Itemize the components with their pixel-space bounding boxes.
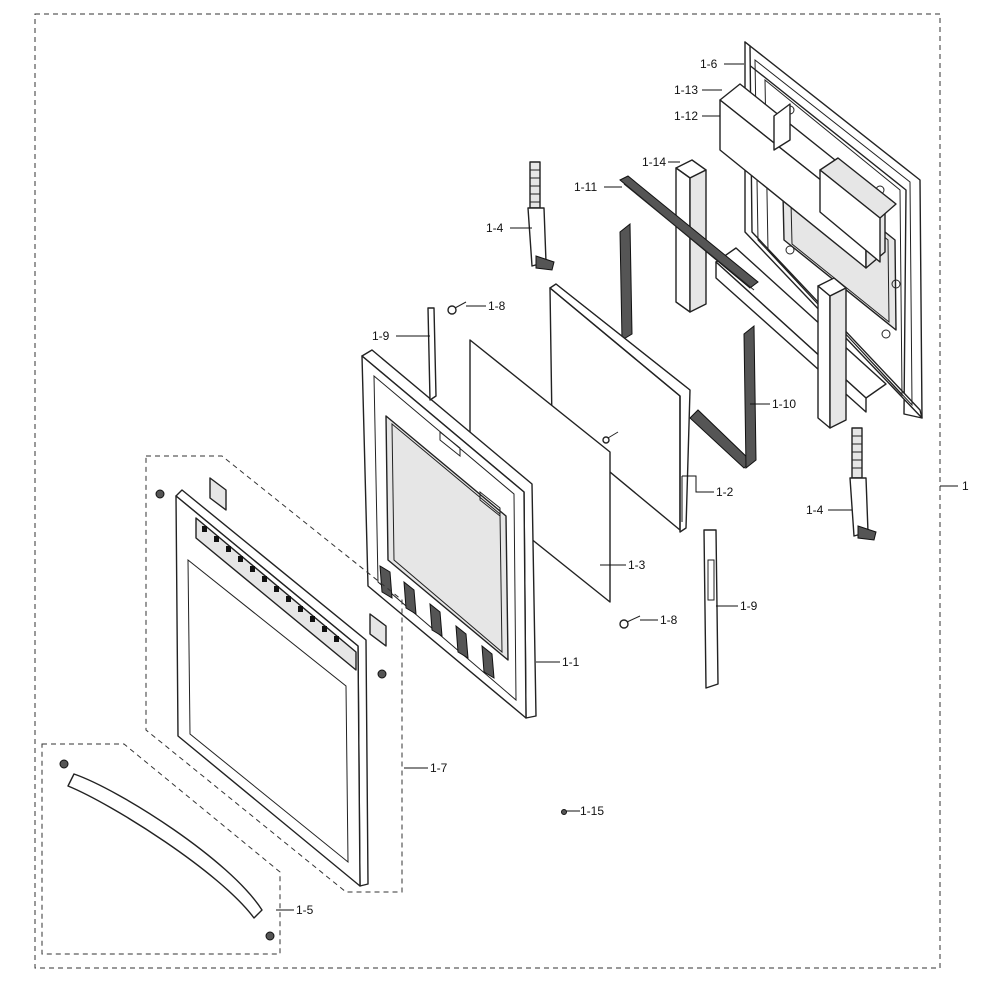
label-assembly: 1 <box>962 479 969 493</box>
bracket-right[interactable] <box>703 529 719 689</box>
glass-holder-frame[interactable] <box>619 222 757 470</box>
outer-door-panel[interactable] <box>175 489 369 887</box>
label-hinge-lower: 1-4 <box>806 503 824 517</box>
assembly-boundary <box>34 13 941 969</box>
screw-lower[interactable] <box>619 615 641 629</box>
label-door-frame: 1-1 <box>562 655 580 669</box>
label-inner-door: 1-6 <box>700 57 718 71</box>
insulation-post[interactable] <box>817 277 847 429</box>
label-insulation-a: 1-12 <box>674 109 698 123</box>
label-bracket-right: 1-9 <box>740 599 758 613</box>
door-handle[interactable] <box>59 759 275 941</box>
hinge-lower[interactable] <box>849 427 877 541</box>
label-screw-lower: 1-8 <box>660 613 678 627</box>
insulation-block-middle[interactable] <box>819 157 897 263</box>
label-insulation-c: 1-14 <box>642 155 666 169</box>
handle-boundary <box>41 743 281 955</box>
label-seal: 1-11 <box>574 180 597 194</box>
outer-door-clip-top[interactable] <box>155 477 227 511</box>
label-screw-small: 1-15 <box>580 804 604 818</box>
outer-door-boundary <box>145 455 403 893</box>
screw-center[interactable] <box>602 431 619 444</box>
label-handle: 1-5 <box>296 903 314 917</box>
label-glass: 1-3 <box>628 558 646 572</box>
label-screw-upper: 1-8 <box>488 299 506 313</box>
leader-lines <box>276 63 958 911</box>
label-hinge-upper: 1-4 <box>486 221 504 235</box>
label-bracket-left: 1-9 <box>372 329 390 343</box>
door-frame[interactable] <box>361 349 537 719</box>
outer-door-clip-side[interactable] <box>369 613 387 679</box>
inner-glass-panel[interactable] <box>549 283 691 533</box>
screw-small[interactable] <box>561 809 567 815</box>
label-glass-holder: 1-10 <box>772 397 796 411</box>
screw-upper[interactable] <box>447 301 467 315</box>
bracket-left[interactable] <box>427 307 437 401</box>
label-insulation-b: 1-13 <box>674 83 698 97</box>
callout-labels: 1 1-1 1-2 1-3 1-4 1-4 1-5 1-6 1-7 1-8 1-… <box>296 57 969 917</box>
label-inner-glass: 1-2 <box>716 485 734 499</box>
door-seal-strip[interactable] <box>619 175 759 291</box>
label-outer-door: 1-7 <box>430 761 448 775</box>
hinge-upper[interactable] <box>527 161 555 271</box>
